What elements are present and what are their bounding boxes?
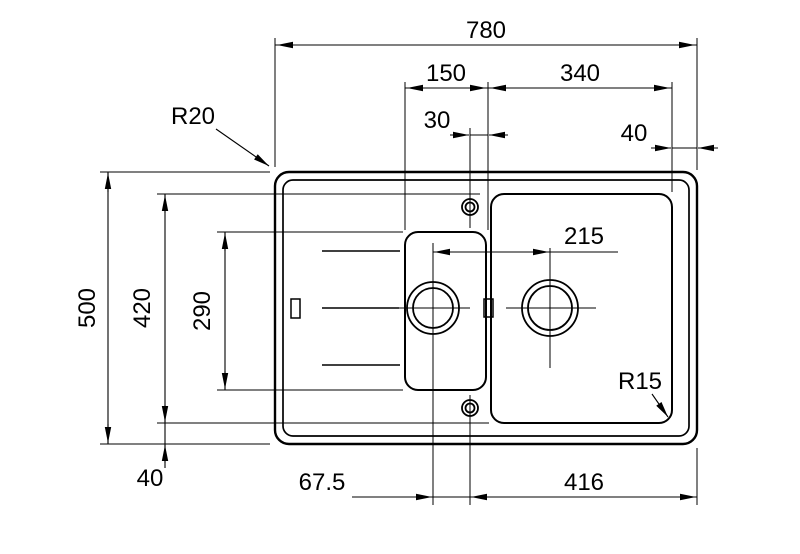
centerlines <box>399 128 596 505</box>
dim-label-drain-offset: 67.5 <box>299 469 346 496</box>
dimension-arrows <box>104 41 718 501</box>
overflow-slot-divider <box>483 298 494 318</box>
radius-r20-leader-arrow <box>215 128 270 167</box>
dimension-labels: 780 150 340 30 40 R20 500 420 290 40 215… <box>74 17 662 496</box>
dim-label-small-bowl-width: 150 <box>426 60 466 87</box>
dim-label-overall-depth: 500 <box>74 288 101 328</box>
dim-label-right-edge-margin: 40 <box>621 120 648 147</box>
radius-r15-leader-arrow <box>651 393 669 418</box>
dim-label-large-bowl-width: 340 <box>560 60 600 87</box>
dim-label-right-section-width: 416 <box>564 469 604 496</box>
dim-label-small-bowl-depth: 290 <box>189 291 216 331</box>
dim-label-bottom-edge-margin: 40 <box>137 465 164 492</box>
drainboard-grooves <box>322 250 400 366</box>
dim-label-tap-center-offset: 30 <box>424 107 451 134</box>
sink-inner-rim <box>282 179 690 437</box>
large-bowl <box>490 193 673 424</box>
dim-label-bowl-depth: 420 <box>129 288 156 328</box>
small-bowl <box>404 231 487 391</box>
overflow-slot-left <box>290 298 301 319</box>
dim-label-outer-corner-radius: R20 <box>171 103 215 130</box>
sink-outer-edge <box>273 170 699 446</box>
sink-body <box>273 170 699 446</box>
dim-label-bowl-corner-radius: R15 <box>618 368 662 395</box>
dim-label-overall-width: 780 <box>466 17 506 44</box>
dim-label-drain-spacing: 215 <box>564 223 604 250</box>
